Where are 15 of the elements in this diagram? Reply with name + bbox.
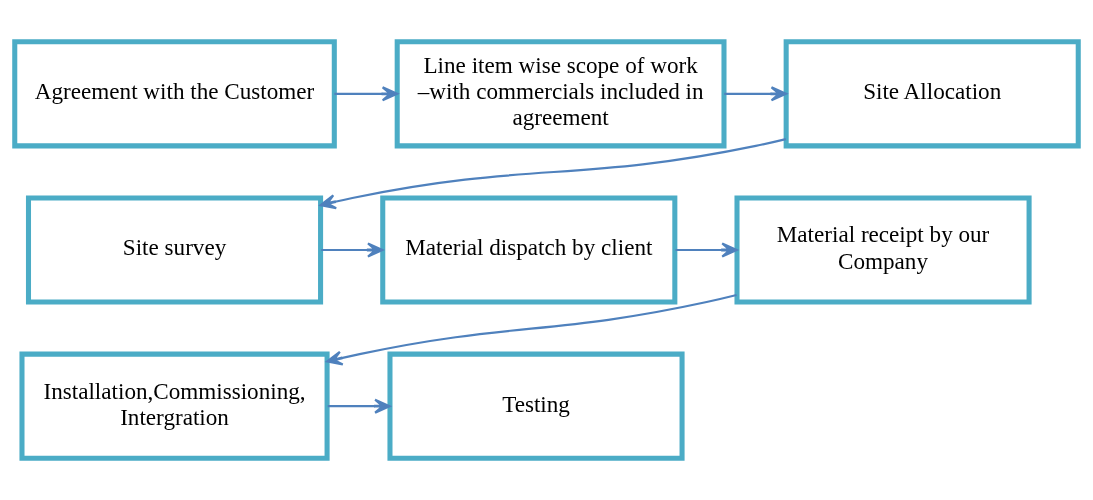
node-box: Site survey <box>25 195 324 305</box>
arrow <box>675 242 738 258</box>
arrow <box>326 293 737 366</box>
node-box: Testing <box>387 351 685 461</box>
arrow <box>334 86 399 102</box>
arrow <box>319 138 787 210</box>
node-box: Agreement with the Customer <box>12 39 337 149</box>
node-box: Material receipt by our Company <box>734 195 1032 305</box>
arrow <box>327 398 391 414</box>
node-box: Installation,Commissioning, Intergration <box>19 351 330 461</box>
node-box: Site Allocation <box>783 39 1081 149</box>
node-box: Line item wise scope of work –with commercials included in agreement <box>394 39 727 149</box>
arrow <box>724 86 788 102</box>
node-box: Material dispatch by client <box>380 195 678 305</box>
arrow <box>321 242 384 258</box>
